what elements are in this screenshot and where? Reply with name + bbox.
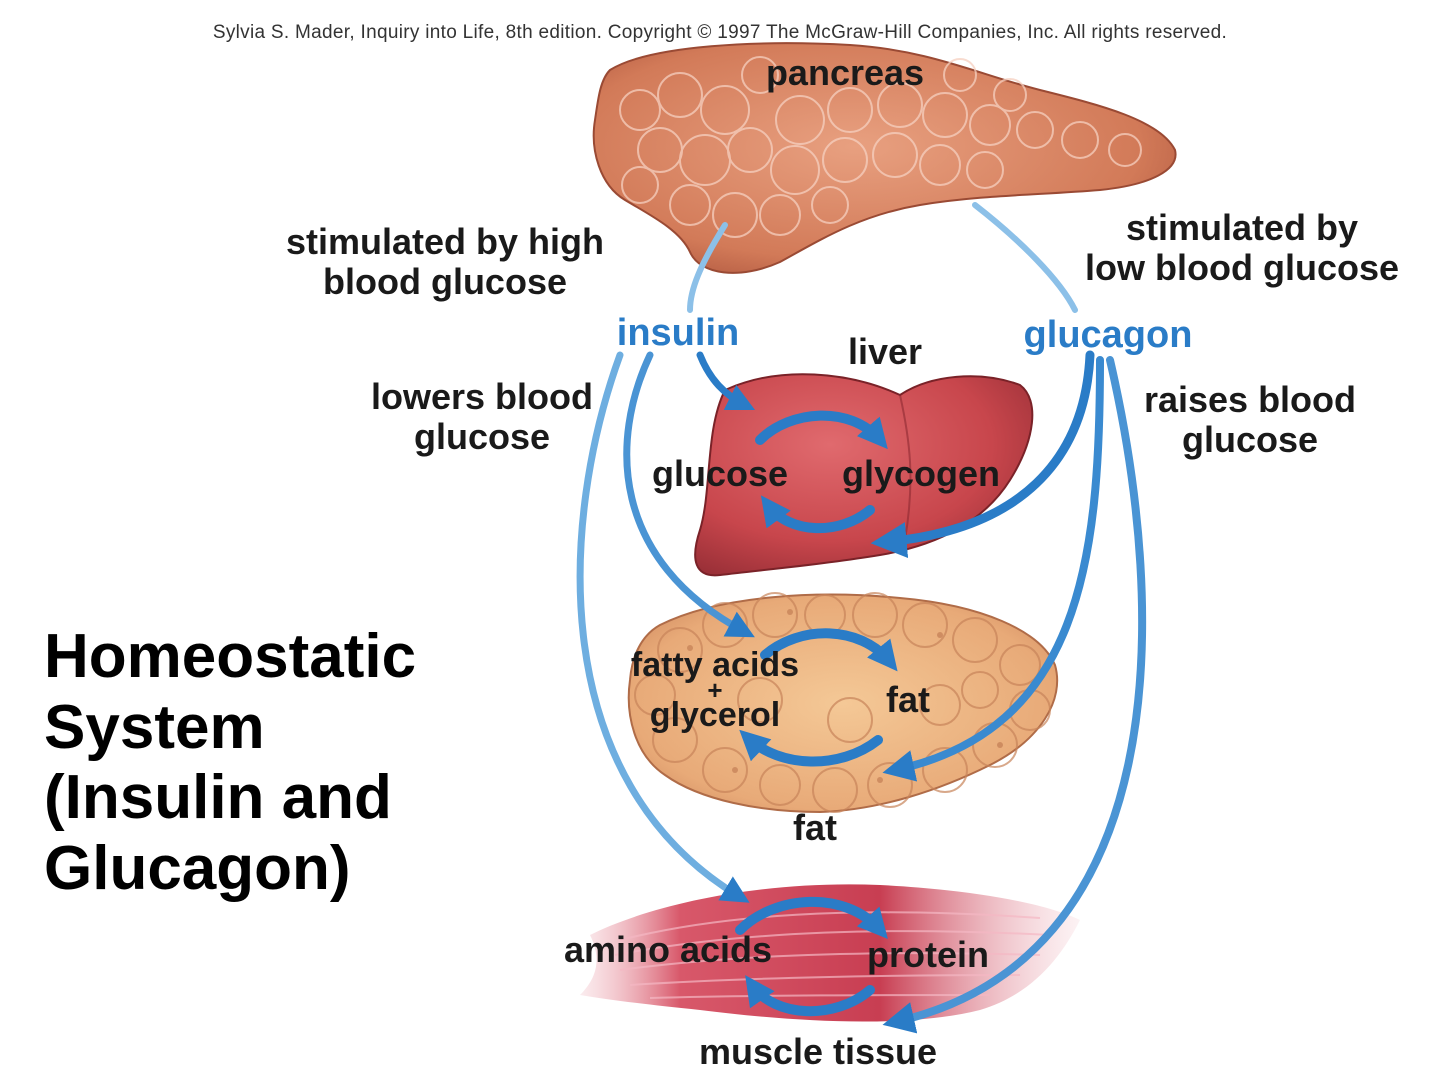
- title-line-4: Glucagon): [44, 834, 351, 904]
- pancreas-to-glucagon-arrow: [972, 202, 1078, 313]
- muscle-tissue-label: muscle tissue: [698, 1031, 938, 1072]
- title-line-3: (Insulin and: [44, 763, 392, 833]
- muscle-reverse-arrow: [745, 975, 875, 1017]
- insulin-label: insulin: [616, 312, 740, 354]
- fatty-acids-line: fatty acids: [630, 646, 800, 684]
- fat-reverse-arrow: [739, 729, 883, 767]
- stimulus-high-label: stimulated by high blood glucose: [286, 222, 604, 301]
- insulin-to-liver-arrow: [696, 351, 756, 411]
- amino-acids-label: amino acids: [563, 929, 773, 970]
- liver-label: liver: [847, 331, 923, 372]
- liver-forward-arrow: [755, 410, 888, 450]
- stimulus-high-line-1: stimulated by high: [285, 221, 605, 262]
- pancreas-illustration: [592, 42, 1177, 274]
- stimulus-low-line-2: low blood glucose: [1085, 246, 1399, 288]
- glucagon-to-liver-arrow: [870, 350, 1095, 559]
- fatty-acids-glycerol-label: fatty acids + glycerol: [630, 646, 800, 734]
- pancreas-to-insulin-arrow: [687, 222, 728, 313]
- glucagon-label: glucagon: [1023, 314, 1193, 356]
- stimulus-low-line-1: stimulated by: [1125, 207, 1359, 248]
- raises-line-2: glucose: [1181, 418, 1319, 460]
- diagram-title: Homeostatic System (Insulin and Glucagon…: [44, 622, 416, 905]
- insulin-to-muscle-arrow: [576, 351, 750, 903]
- glycogen-label: glycogen: [841, 453, 1001, 494]
- glucose-label: glucose: [651, 453, 789, 494]
- muscle-forward-arrow: [735, 896, 888, 940]
- liver-reverse-arrow: [760, 495, 875, 534]
- glucagon-to-fat-arrow: [882, 356, 1104, 782]
- lowers-glucose-label: lowers blood glucose: [371, 377, 593, 456]
- plus-sign: +: [707, 674, 723, 705]
- hormone-arrows: [576, 202, 1147, 1034]
- stimulus-high-line-2: blood glucose: [322, 260, 567, 302]
- pancreas-label: pancreas: [765, 52, 925, 93]
- stimulus-low-label: stimulated by low blood glucose: [1085, 208, 1399, 287]
- title-line-1: Homeostatic: [44, 622, 417, 691]
- copyright-notice: Sylvia S. Mader, Inquiry into Life, 8th …: [212, 22, 1228, 43]
- protein-label: protein: [867, 934, 989, 975]
- muscle-tissue-illustration: [580, 884, 1080, 1022]
- fat-forward-arrow: [760, 628, 898, 672]
- glycerol-line: glycerol: [649, 695, 781, 734]
- lowers-line-2: glucose: [413, 415, 551, 457]
- lowers-line-1: lowers blood: [370, 376, 594, 417]
- fat-tissue-label: fat: [793, 807, 837, 848]
- title-line-2: System: [44, 692, 265, 762]
- glucagon-to-muscle-arrow: [882, 356, 1147, 1034]
- raises-glucose-label: raises blood glucose: [1144, 380, 1356, 459]
- conversion-cycles: [735, 410, 898, 1017]
- raises-line-1: raises blood: [1143, 379, 1357, 420]
- insulin-to-fat-arrow: [623, 351, 755, 638]
- fat-product-label: fat: [886, 679, 930, 720]
